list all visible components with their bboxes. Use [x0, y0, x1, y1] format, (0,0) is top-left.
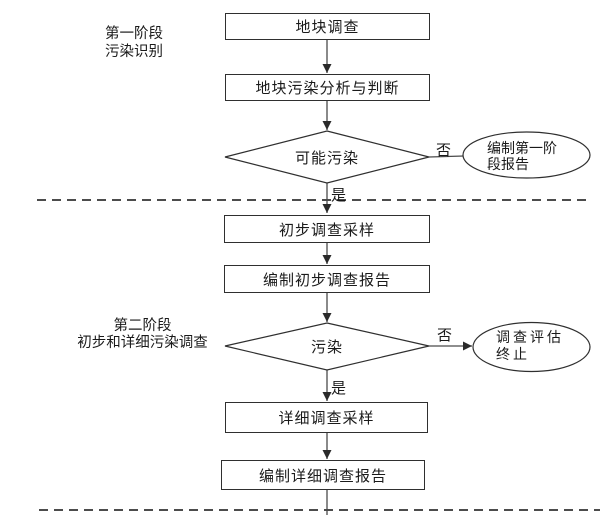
arrowhead-down-icon [322, 392, 332, 401]
branch-label-yes-1: 是 [331, 187, 347, 204]
process-box-pollution-analysis: 地块污染分析与判断 [225, 74, 430, 101]
process-box-preliminary-sampling: 初步调查采样 [224, 215, 430, 243]
branch-label-yes-2: 是 [331, 380, 347, 397]
branch-label-no-2: 否 [437, 327, 453, 344]
terminator-label-phase1-report: 编制第一阶段报告 [487, 140, 557, 172]
process-box-detailed-sampling: 详细调查采样 [225, 402, 428, 433]
arrowhead-down-icon [322, 64, 332, 73]
arrowhead-down-icon [322, 204, 332, 213]
process-box-preliminary-report: 编制初步调查报告 [224, 265, 430, 293]
arrowhead-down-icon [322, 450, 332, 459]
decision-diamond-possible-pollution [224, 130, 430, 184]
phase2-label: 第二阶段 初步和详细污染调查 [77, 318, 208, 351]
connector-decision1-no [428, 155, 465, 158]
branch-label-no-1: 否 [436, 142, 452, 159]
terminator-ellipse-phase1-report [462, 131, 591, 179]
arrowhead-down-icon [322, 255, 332, 264]
process-box-site-survey: 地块调查 [225, 13, 430, 40]
arrowhead-down-icon [322, 121, 332, 130]
phase1-label: 第一阶段 污染识别 [105, 26, 163, 60]
process-box-detailed-report: 编制详细调查报告 [221, 460, 425, 490]
decision-diamond-pollution [224, 322, 430, 371]
terminator-label-survey-terminate: 调查评估终止 [496, 329, 564, 362]
arrowhead-right-icon [463, 341, 472, 351]
arrowhead-down-icon [322, 313, 332, 322]
terminator-ellipse-survey-terminate [472, 321, 591, 373]
